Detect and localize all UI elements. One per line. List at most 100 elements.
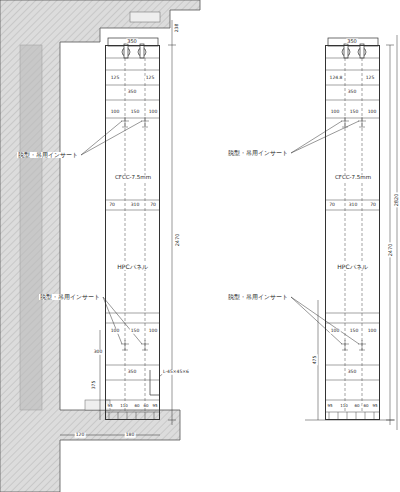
section-line	[342, 350, 348, 351]
section-line	[325, 58, 380, 59]
section-line	[105, 118, 160, 119]
dimension-text: 60	[362, 404, 369, 408]
section-line	[374, 412, 375, 420]
dimension-text: 150	[349, 329, 360, 334]
dimension-text: 110	[119, 404, 129, 408]
section-line	[325, 200, 380, 201]
section-line	[145, 412, 146, 420]
section-line	[325, 210, 380, 211]
section-line	[109, 412, 110, 420]
panel-label-wrap: HPCパネル	[326, 264, 379, 270]
section-line	[105, 100, 160, 101]
section-line	[362, 58, 363, 412]
section-line	[125, 117, 126, 127]
section-line	[325, 70, 380, 71]
dimension-text: 95	[371, 404, 378, 408]
dimension-text: 100	[110, 110, 121, 115]
section-line	[345, 117, 346, 127]
dimension-text: 310	[348, 203, 359, 208]
hpc-panel: HPCパネル	[105, 45, 160, 420]
dimension-text: 120	[75, 433, 86, 438]
section-line	[359, 127, 365, 128]
dimension-text: 2470	[388, 243, 393, 258]
section-line	[329, 412, 330, 420]
dimension-text: 124.8	[329, 76, 344, 81]
section-line	[365, 412, 366, 420]
section-line	[105, 210, 160, 211]
section-line	[125, 340, 126, 350]
section-line	[325, 365, 380, 366]
dimension-text: 150	[130, 329, 141, 334]
section-line	[347, 412, 348, 420]
dimension-text: 95	[326, 404, 333, 408]
dimension-text: 2470	[175, 233, 180, 248]
section-line	[105, 412, 160, 413]
section-line	[105, 313, 160, 314]
section-line	[145, 340, 146, 350]
section-line	[142, 350, 148, 351]
dimension-text: 125	[110, 76, 121, 81]
panel-label: HPCパネル	[116, 263, 148, 270]
section-line	[105, 58, 160, 59]
section-line	[338, 412, 339, 420]
section-line	[145, 117, 146, 127]
dimension-text: 350	[127, 90, 138, 95]
dimension-text: 150	[130, 110, 141, 115]
section-line	[325, 323, 380, 324]
dimension-text: 100	[148, 110, 159, 115]
section-line	[325, 313, 380, 314]
dimension-text: 95	[106, 404, 113, 408]
dimension-text: 100	[330, 329, 341, 334]
dimension-text: 350	[127, 370, 138, 375]
dimension-text: 110	[339, 404, 349, 408]
dimension-text: 475	[313, 355, 318, 366]
section-line	[325, 100, 380, 101]
section-line	[356, 412, 357, 420]
dimension-text: 100	[367, 329, 378, 334]
section-line	[325, 400, 380, 401]
section-line	[105, 85, 160, 86]
section-line	[105, 400, 160, 401]
panel-label: HPCパネル	[336, 263, 368, 270]
dimension-text: 350	[347, 90, 358, 95]
section-line	[105, 200, 160, 201]
section-line	[105, 70, 160, 71]
dimension-text: 238	[175, 23, 180, 34]
dimension-text: 60	[142, 404, 149, 408]
dimension-text: 70	[108, 203, 116, 208]
section-line	[325, 380, 380, 381]
dimension-text: 60	[353, 404, 360, 408]
section-line	[122, 350, 128, 351]
dimension-text: 70	[369, 203, 377, 208]
section-line	[136, 412, 137, 420]
dimension-text: 95	[151, 404, 158, 408]
section-line	[345, 58, 346, 412]
dimension-text: 150	[349, 110, 360, 115]
callout-text: 脱型・吊用インサート	[39, 294, 101, 300]
section-line	[105, 380, 160, 381]
section-line	[142, 127, 148, 128]
dimension-text: 100	[367, 110, 378, 115]
section-line	[325, 118, 380, 119]
section-line	[105, 365, 160, 366]
section-line	[362, 117, 363, 127]
section-line	[125, 58, 126, 412]
dimension-text: 100	[110, 329, 121, 334]
callout-text: 脱型・吊用インサート	[227, 150, 289, 156]
dimension-text: 125	[365, 76, 376, 81]
callout-text: 脱型・吊用インサート	[17, 152, 79, 158]
dimension-text: 375	[92, 380, 97, 391]
dimension-text: 300	[93, 350, 104, 355]
dimension-text: 180	[125, 433, 136, 438]
panel-label-wrap: HPCパネル	[106, 264, 159, 270]
dimension-text: 100	[330, 110, 341, 115]
section-line	[325, 412, 380, 413]
dimension-text: 70	[328, 203, 336, 208]
dimension-text: 350	[347, 370, 358, 375]
callout-text: 脱型・吊用インサート	[227, 294, 289, 300]
dimension-text: 310	[130, 203, 141, 208]
dimension-text: L-45×45×6	[162, 370, 190, 375]
dimension-text: 350	[126, 39, 138, 44]
callout-text: CFCC-7.5mm	[334, 175, 372, 181]
